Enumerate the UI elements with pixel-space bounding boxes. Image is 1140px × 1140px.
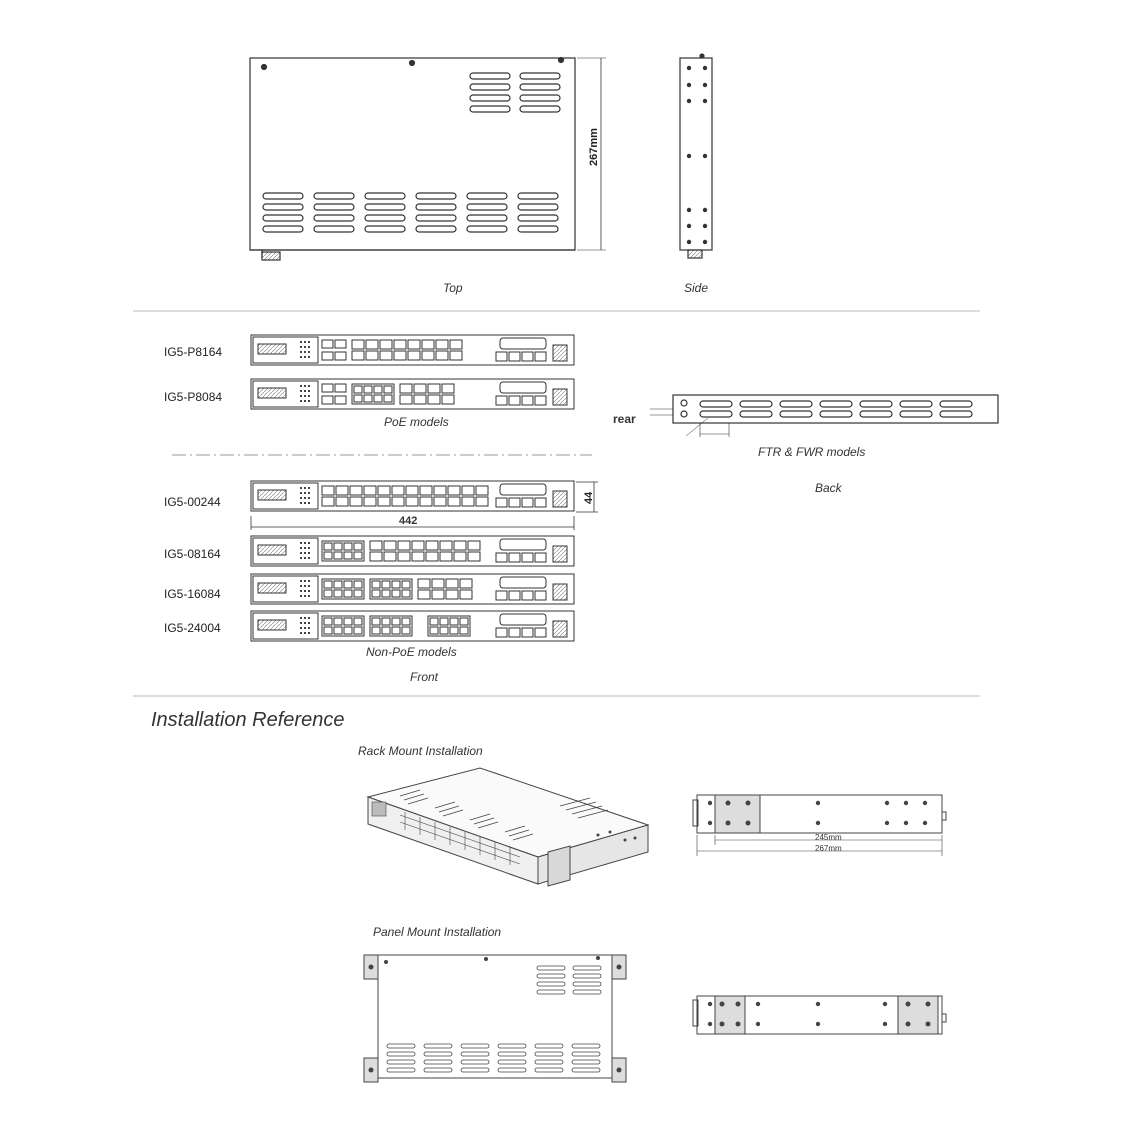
front-panel-4 (250, 535, 575, 567)
front-panel-3 (250, 480, 575, 512)
rack-mount-caption: Rack Mount Installation (358, 744, 483, 758)
model-label-nonpoe-3: IG5-16084 (164, 587, 221, 601)
front-view-label: Front (410, 670, 439, 684)
side-view-label: Side (684, 281, 709, 295)
front-panel-6 (250, 610, 575, 642)
model-label-poe-2: IG5-P8084 (164, 390, 223, 404)
top-view-drawing (249, 56, 606, 261)
model-label-poe-1: IG5-P8164 (164, 345, 223, 359)
model-label-nonpoe-1: IG5-00244 (164, 495, 221, 509)
installation-title: Installation Reference (151, 709, 345, 731)
front-panel-1 (250, 334, 575, 366)
back-view-label: Back (815, 481, 842, 495)
top-view-label: Top (443, 281, 463, 295)
model-label-nonpoe-4: IG5-24004 (164, 621, 221, 635)
non-poe-models-caption: Non-PoE models (366, 645, 457, 659)
ftr-fwr-caption: FTR & FWR models (758, 445, 866, 459)
front-panels (250, 334, 575, 642)
panel-mount-drawing (363, 954, 627, 1083)
model-label-nonpoe-2: IG5-08164 (164, 547, 221, 561)
back-view-drawing (650, 394, 999, 437)
height-dimension-label: 44 (583, 491, 595, 504)
front-panel-2 (250, 378, 575, 410)
panel-mount-caption: Panel Mount Installation (373, 925, 502, 939)
rack-bracket-side-view (692, 794, 947, 856)
width-dimension-label: 442 (399, 515, 418, 527)
poe-models-caption: PoE models (384, 415, 449, 429)
height-dimension (576, 481, 598, 513)
rear-label: rear (613, 412, 636, 426)
depth-dimension-label: 267mm (588, 128, 600, 166)
dim-245-label: 245mm (815, 833, 842, 842)
rack-mount-drawing (366, 767, 650, 887)
dim-267-label: 267mm (815, 844, 842, 853)
side-view-drawing (679, 53, 713, 259)
front-panel-5 (250, 573, 575, 605)
width-dimension (250, 516, 575, 530)
panel-bracket-side-view (692, 995, 947, 1035)
